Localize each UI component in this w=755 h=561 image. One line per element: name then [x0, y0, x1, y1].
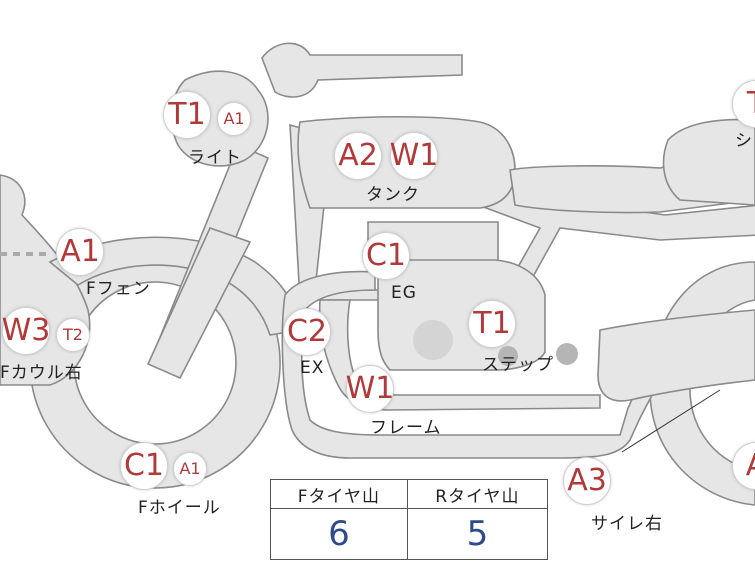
- badge-ffender-a1: A1: [56, 228, 104, 276]
- badge-fwheel-c1: C1: [120, 442, 168, 490]
- exhaust-shape: [281, 270, 662, 459]
- badge-fcowl-w3: W3: [2, 307, 50, 355]
- engine-cover-mark: [413, 320, 453, 360]
- label-tank: タンク: [366, 185, 420, 205]
- label-step: ステップ: [482, 355, 554, 375]
- badge-step-t1: T1: [468, 300, 516, 348]
- badge-muffler-a3: A3: [563, 457, 611, 505]
- badge-light-t1: T1: [163, 91, 211, 139]
- label-ffender: Fフェン: [86, 279, 151, 299]
- label-fcowl: Fカウル右: [0, 363, 83, 383]
- fork-lower-shape: [146, 227, 252, 380]
- step-peg-mark-1: [498, 346, 518, 366]
- seat-upper-shape: [662, 118, 755, 206]
- label-ex: EX: [300, 358, 325, 378]
- handlebar-shape: [261, 42, 463, 98]
- badge-tank-a2: A2: [334, 132, 382, 180]
- label-light: ライト: [188, 148, 242, 168]
- badge-tank-w1: W1: [390, 132, 438, 180]
- label-fwheel: Fホイール: [138, 498, 221, 518]
- label-eg: EG: [391, 283, 417, 303]
- exhaust-inner-shape: [318, 299, 601, 411]
- tire-value-rear: 5: [406, 508, 549, 560]
- badge-frame-w1: W1: [346, 365, 394, 413]
- badge-light-a1: A1: [217, 102, 251, 136]
- label-muffler: サイレ右: [591, 514, 663, 534]
- step-peg-mark-2: [556, 343, 578, 365]
- tire-header-front: Fタイヤ山: [270, 479, 408, 509]
- badge-fwheel-a1: A1: [173, 452, 207, 486]
- leader-line: [621, 389, 721, 453]
- muffler-shape: [597, 309, 755, 402]
- label-frame: フレーム: [370, 418, 442, 438]
- badge-ex-c2: C2: [283, 308, 331, 356]
- label-seat: シ: [735, 131, 753, 151]
- badge-fcowl-t2: T2: [56, 318, 90, 352]
- tire-header-rear: Rタイヤ山: [406, 479, 549, 509]
- badge-eg-c1: C1: [362, 232, 410, 280]
- tire-tread-table: Fタイヤ山 Rタイヤ山 6 5: [270, 479, 549, 560]
- tire-value-front: 6: [270, 508, 408, 560]
